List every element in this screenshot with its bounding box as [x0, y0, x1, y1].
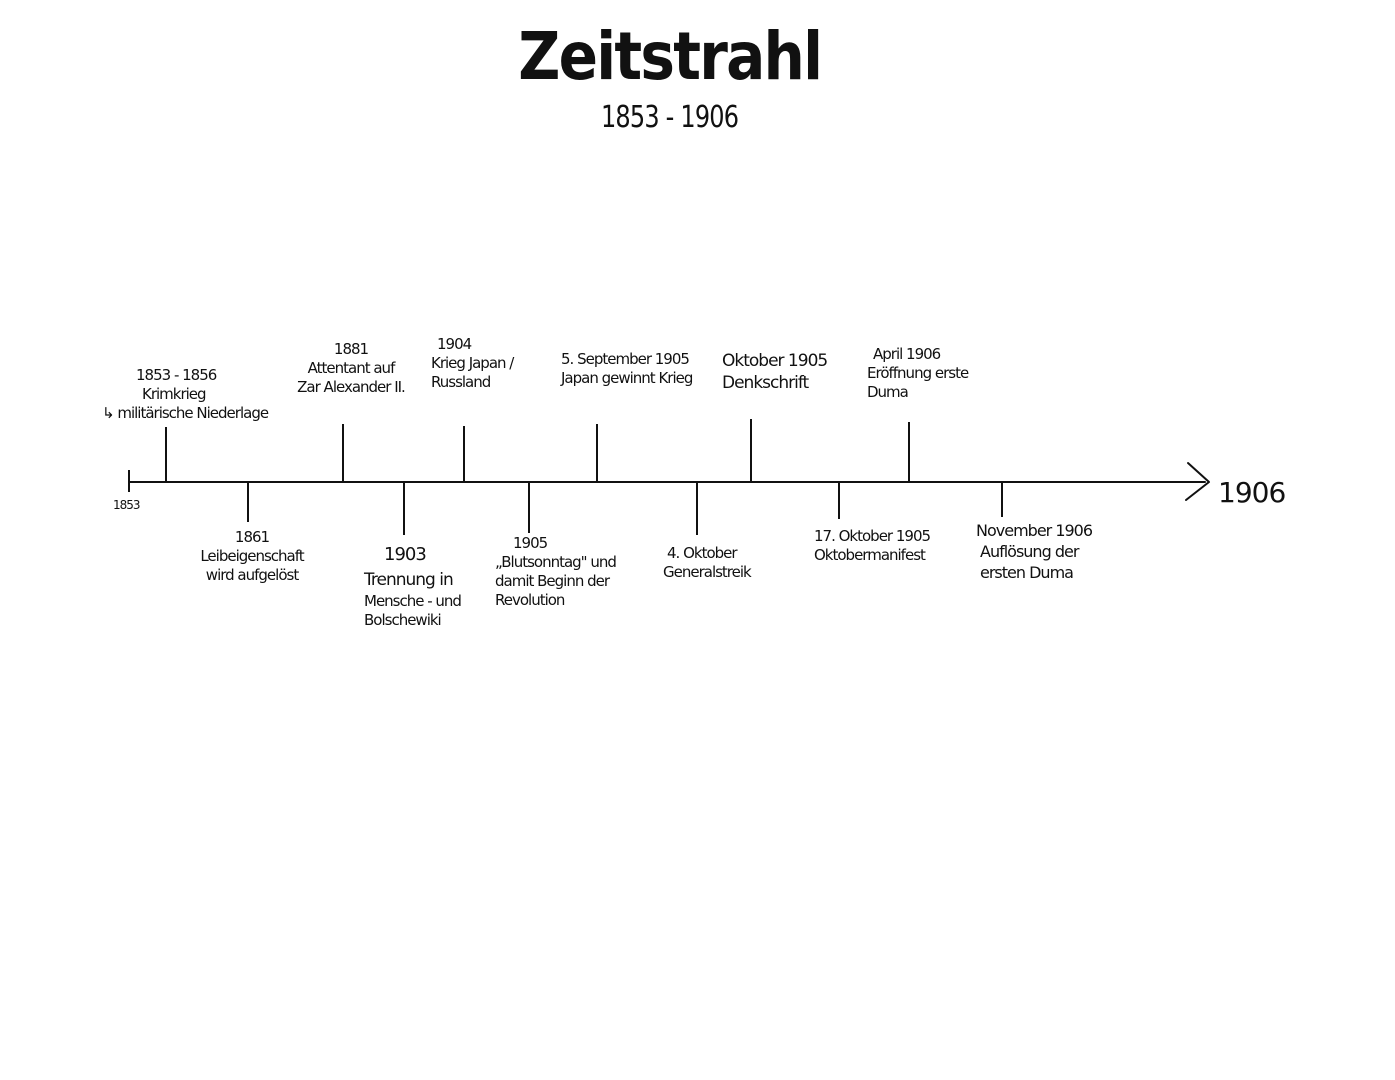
event-blutsonntag: 1905 „Blutsonntag" und damit Beginn der … — [495, 534, 617, 610]
event-trennung-line1: Trennung in — [364, 570, 454, 590]
event-krieg-japan-line2: Russland — [431, 373, 491, 391]
event-trennung-line2: Mensche - und — [364, 592, 462, 610]
event-attentat-line2: Zar Alexander II. — [297, 378, 406, 396]
event-leibeigenschaft: 1861 Leibeigenschaft wird aufgelöst — [196, 528, 308, 585]
event-japan-gewinnt-line1: Japan gewinnt Krieg — [561, 369, 693, 387]
event-blutsonntag-line3: Revolution — [495, 591, 565, 609]
event-krieg-japan-line1: Krieg Japan / — [431, 354, 514, 372]
timeline-end-label: 1906 — [1218, 476, 1286, 509]
event-leibeigenschaft-date: 1861 — [234, 528, 270, 546]
event-japan-gewinnt-date: 5. September 1905 — [561, 350, 690, 368]
event-attentat-line1: Attentant auf — [307, 359, 396, 377]
event-trennung-line3: Bolschewiki — [364, 611, 442, 629]
event-krieg-japan: 1904 Krieg Japan / Russland — [431, 335, 514, 392]
event-denkschrift-date: Oktober 1905 — [722, 351, 828, 371]
event-krimkrieg: 1853 - 1856 Krimkrieg ↳ militärische Nie… — [102, 366, 269, 423]
event-trennung: 1903 Trennung in Mensche - und Bolschewi… — [364, 542, 462, 630]
event-aufloesung-duma-line1: Auflösung der — [980, 542, 1079, 561]
event-trennung-date: 1903 — [384, 544, 427, 565]
event-krieg-japan-date: 1904 — [437, 335, 472, 353]
arrow-head-icon — [1185, 462, 1210, 501]
event-oktobermanifest-line1: Oktobermanifest — [814, 546, 926, 564]
event-attentat: 1881 Attentant auf Zar Alexander II. — [296, 340, 406, 397]
event-denkschrift: Oktober 1905 Denkschrift — [722, 350, 828, 394]
event-aufloesung-duma-line2: ersten Duma — [980, 563, 1074, 582]
event-blutsonntag-line2: damit Beginn der — [495, 572, 610, 590]
event-oktobermanifest: 17. Oktober 1905 Oktobermanifest — [814, 527, 931, 565]
event-generalstreik: 4. Oktober Generalstreik — [663, 544, 752, 582]
page-title: Zeitstrahl — [518, 18, 823, 95]
timeline-start-label: 1853 — [113, 498, 141, 512]
page-subtitle: 1853 - 1906 — [600, 100, 739, 135]
event-erste-duma: April 1906 Eröffnung erste Duma — [867, 345, 969, 402]
event-attentat-date: 1881 — [333, 340, 369, 358]
event-erste-duma-line2: Duma — [867, 383, 909, 401]
event-leibeigenschaft-line1: Leibeigenschaft — [200, 547, 304, 565]
event-japan-gewinnt: 5. September 1905 Japan gewinnt Krieg — [561, 350, 693, 388]
event-blutsonntag-line1: „Blutsonntag" und — [495, 553, 617, 571]
event-krimkrieg-title: Krimkrieg — [142, 385, 207, 403]
event-erste-duma-date: April 1906 — [873, 345, 941, 363]
event-leibeigenschaft-line2: wird aufgelöst — [205, 566, 299, 584]
event-generalstreik-date: 4. Oktober — [667, 544, 738, 562]
event-aufloesung-duma-date: November 1906 — [976, 521, 1093, 540]
event-oktobermanifest-date: 17. Oktober 1905 — [814, 527, 931, 545]
event-blutsonntag-date: 1905 — [513, 534, 548, 552]
event-krimkrieg-date: 1853 - 1856 — [136, 366, 217, 384]
event-erste-duma-line1: Eröffnung erste — [867, 364, 969, 382]
event-denkschrift-line1: Denkschrift — [722, 373, 809, 393]
event-aufloesung-duma: November 1906 Auflösung der ersten Duma — [976, 520, 1093, 583]
event-generalstreik-line1: Generalstreik — [663, 563, 752, 581]
event-krimkrieg-note: ↳ militärische Niederlage — [102, 404, 269, 422]
